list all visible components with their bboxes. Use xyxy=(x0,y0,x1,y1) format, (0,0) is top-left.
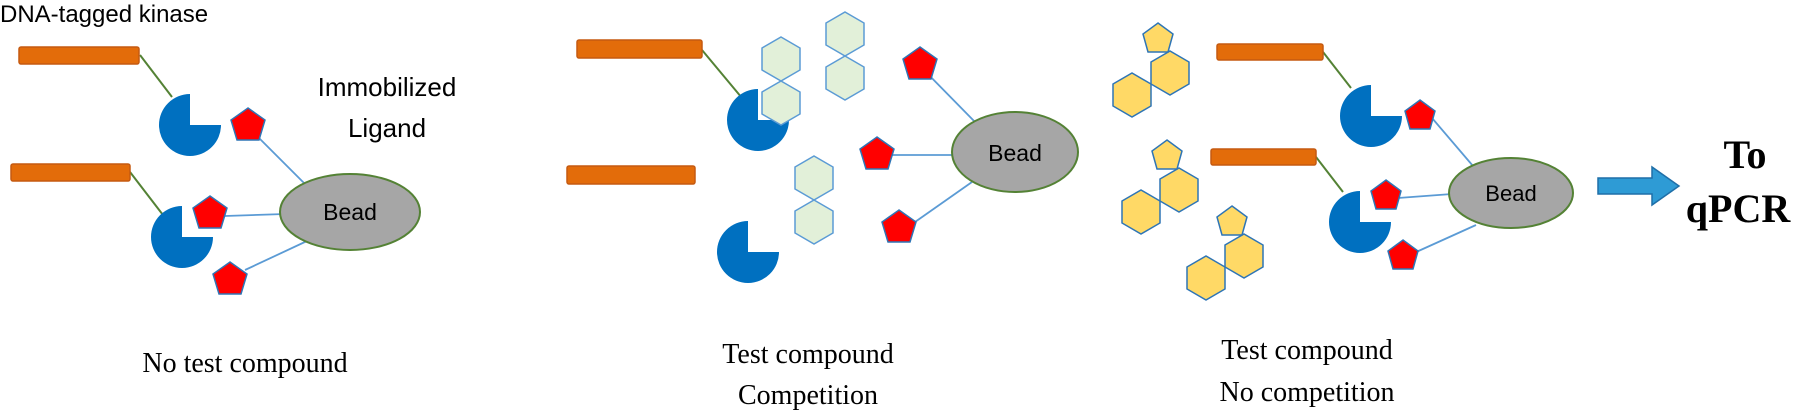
tether-line xyxy=(139,54,173,98)
dna-tag xyxy=(10,163,131,182)
bead-label: Bead xyxy=(1485,181,1536,206)
bead-link-line xyxy=(244,240,308,271)
tether-line xyxy=(1315,156,1344,193)
dna-tagged-kinase-label: DNA-tagged kinase xyxy=(0,1,208,28)
pentagon-ligand-icon xyxy=(1404,99,1436,130)
pentagon-ligand-icon xyxy=(212,261,248,295)
bead-icon xyxy=(951,111,1079,193)
pentagon-ligand-icon xyxy=(1387,239,1419,270)
qpcr-label: qPCR xyxy=(1686,186,1792,231)
pentagon-ligand-icon xyxy=(1142,22,1174,53)
panel-caption-line2: No competition xyxy=(1220,377,1395,408)
pentagon-ligand-icon xyxy=(1151,139,1183,170)
panel-no-test-compound: DNA-tagged kinase Bead Immobilized Ligan… xyxy=(0,1,456,379)
pacman-kinase-icon xyxy=(717,221,779,283)
pentagon-ligand-icon xyxy=(230,107,266,141)
pacman-kinase-icon xyxy=(1340,85,1402,147)
right-arrow-icon xyxy=(1597,165,1681,207)
panel-test-compound-competition: Bead Test compound Competition xyxy=(566,11,1079,411)
immobilized-label-line1: Immobilized xyxy=(318,72,457,102)
dna-tag xyxy=(1210,148,1317,166)
pentagon-ligand-icon xyxy=(1216,205,1248,236)
pentagon-ligand-icon xyxy=(192,195,228,229)
to-label: To xyxy=(1723,132,1766,177)
dna-tag xyxy=(1216,43,1324,61)
tether-line xyxy=(701,49,743,99)
bead-link-line xyxy=(1413,224,1477,254)
panel-caption-line1: No test compound xyxy=(142,348,347,379)
hexagon-compound-icon xyxy=(1186,233,1264,301)
dna-tag xyxy=(566,165,696,185)
bead-label: Bead xyxy=(323,199,377,225)
bead-link-line xyxy=(1431,117,1474,167)
to-qpcr-section: To qPCR xyxy=(1597,132,1792,231)
bead-link-line xyxy=(224,213,286,217)
bead-link-line xyxy=(1397,193,1453,199)
pacman-kinase-icon xyxy=(159,94,221,156)
panel-caption-line2: Competition xyxy=(738,380,878,411)
bead-icon xyxy=(1448,157,1574,229)
panel-test-compound-no-competition: Bead Test compound No competition xyxy=(1112,22,1574,408)
pentagon-ligand-icon xyxy=(859,136,895,170)
tether-line xyxy=(129,171,164,216)
panel-caption-line1: Test compound xyxy=(1221,335,1392,366)
dna-tag xyxy=(18,46,140,65)
dna-tag xyxy=(576,39,703,59)
bead-link-line xyxy=(914,181,973,223)
hexagon-compound-icon xyxy=(825,11,865,101)
bead-icon xyxy=(279,173,421,251)
hexagon-compound-icon xyxy=(761,36,801,126)
immobilized-label-line2: Ligand xyxy=(348,113,426,143)
hexagon-compound-icon xyxy=(794,155,834,245)
pentagon-ligand-icon xyxy=(1370,179,1402,210)
tether-line xyxy=(1322,51,1352,89)
hexagon-compound-icon xyxy=(1112,50,1190,118)
hexagon-compound-icon xyxy=(1121,167,1199,235)
bead-label: Bead xyxy=(988,140,1042,166)
pentagon-ligand-icon xyxy=(881,209,917,243)
panel-caption-line1: Test compound xyxy=(722,339,893,370)
pentagon-ligand-icon xyxy=(902,46,938,80)
bead-link-line xyxy=(258,137,306,185)
